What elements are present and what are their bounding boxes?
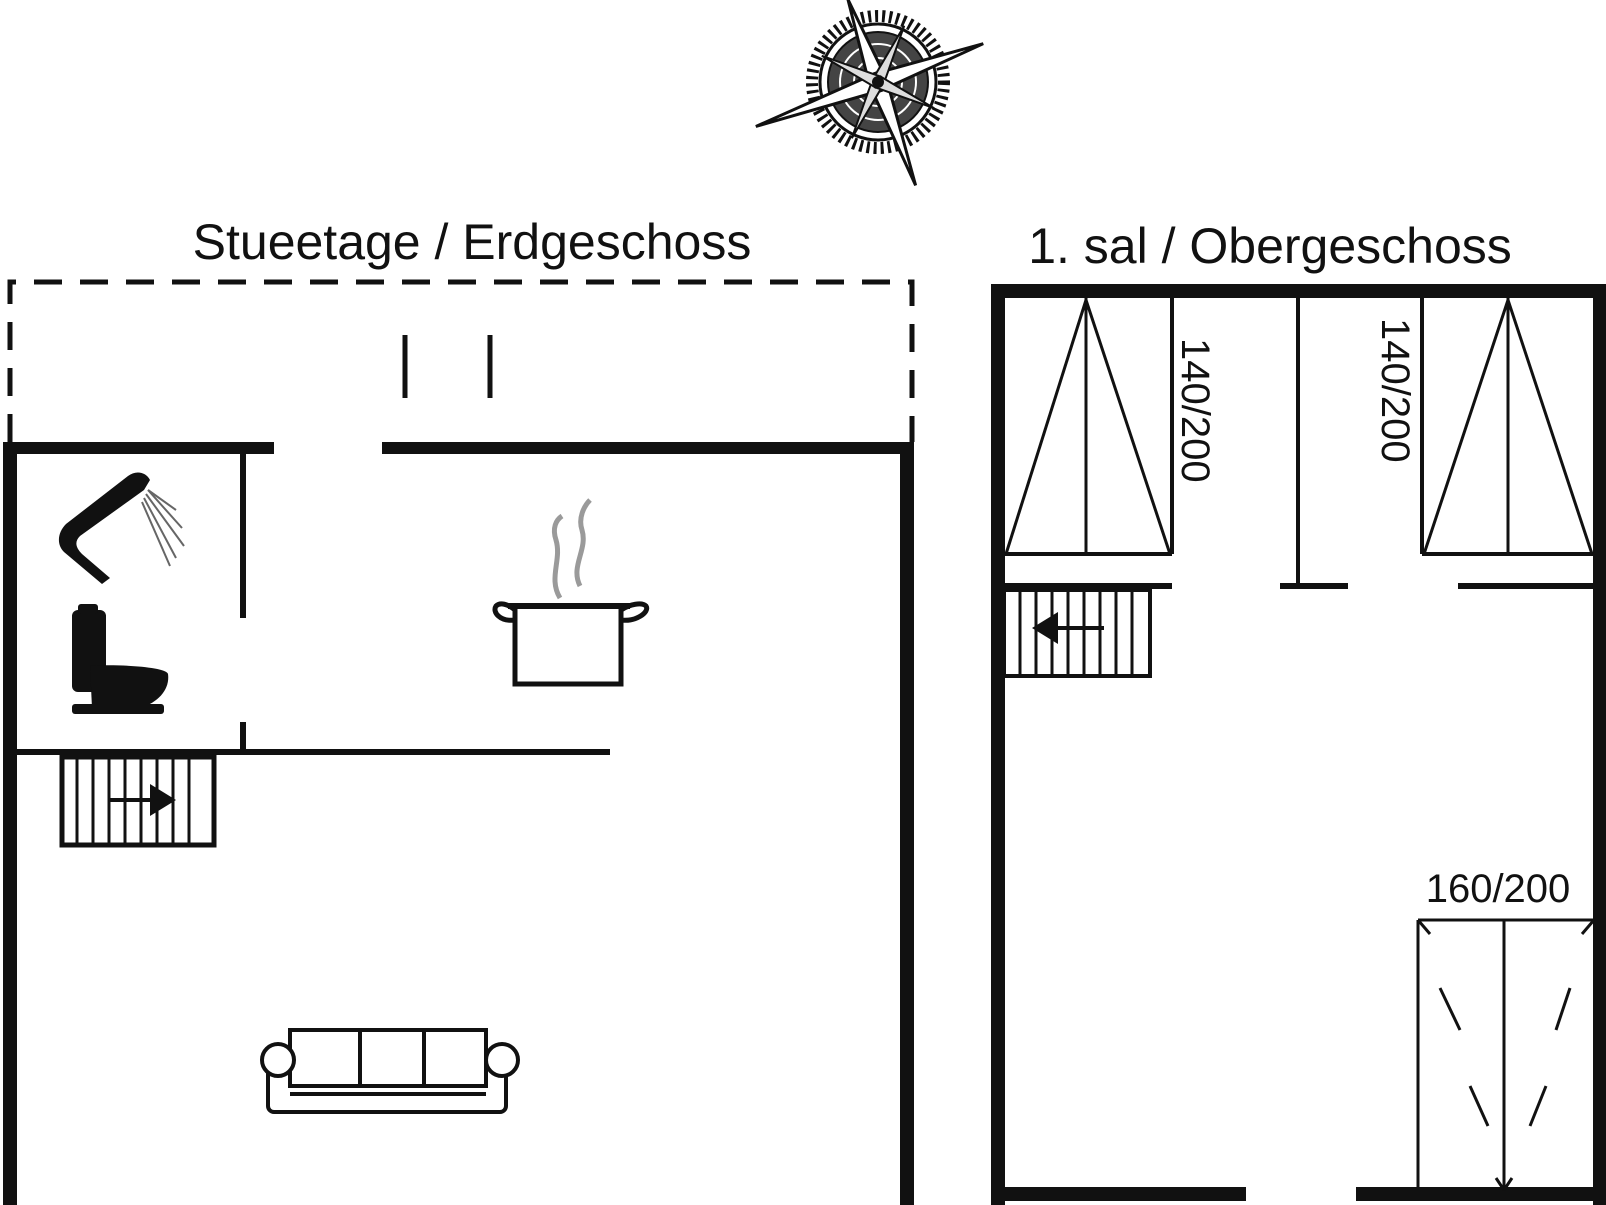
sofa-icon (260, 1028, 520, 1114)
terrace-outline (7, 279, 915, 442)
bed-140-left (1004, 296, 1174, 556)
bed-160 (1416, 918, 1596, 1191)
bed-size-label: 140/200 (1173, 338, 1217, 483)
toilet-icon (72, 604, 169, 714)
compass-rose-icon (755, 0, 984, 186)
bed-size-label: 160/200 (1426, 867, 1571, 911)
cooking-pot-icon (492, 498, 650, 687)
floor-title-ground: Stueetage / Erdgeschoss (193, 214, 752, 270)
upper-floor-plan (991, 284, 1606, 1205)
shower-icon (58, 472, 185, 584)
bed-size-label: 140/200 (1373, 318, 1417, 463)
stairs-icon (1002, 588, 1152, 678)
ground-floor-plan (3, 279, 915, 1205)
bed-140-right (1420, 296, 1594, 556)
floor-title-upper: 1. sal / Obergeschoss (1028, 218, 1512, 274)
stairs-icon (59, 754, 217, 848)
